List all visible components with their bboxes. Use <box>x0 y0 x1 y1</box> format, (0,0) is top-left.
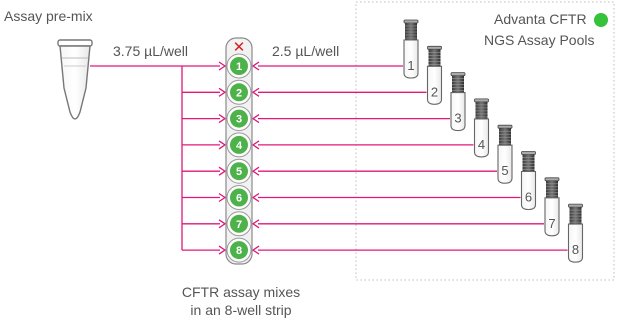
assay-pool-tube: 8 <box>567 203 584 263</box>
tube-number: 6 <box>525 190 532 205</box>
premix-arrowhead <box>218 192 227 203</box>
well-fill <box>230 241 248 260</box>
tube-number: 3 <box>454 111 461 126</box>
pool-arrowhead <box>251 219 260 229</box>
tube-number: 7 <box>548 216 555 231</box>
assay-pool-tube: 5 <box>497 124 513 184</box>
premix-arrowhead <box>218 114 227 124</box>
tube-body <box>567 223 584 263</box>
strip-well: 6 <box>226 185 252 210</box>
tube-number: 2 <box>431 84 438 99</box>
tube-cap <box>405 23 417 40</box>
well-fill <box>230 83 248 102</box>
tube-cap-rim <box>403 19 419 24</box>
pool-arrowhead <box>251 192 260 203</box>
well-number: 8 <box>236 245 242 257</box>
strip-caption-line1: CFTR assay mixes <box>181 284 301 300</box>
premix-tube <box>57 39 93 120</box>
tube-body <box>544 197 560 237</box>
tube-cap-rim <box>474 98 489 103</box>
premix-arrowhead <box>218 61 227 71</box>
assay-pool-tube: 1 <box>403 19 419 79</box>
premix-arrows <box>90 61 227 255</box>
assay-pool-tube: 2 <box>426 45 443 105</box>
green-status-dot <box>594 13 608 27</box>
tube-body <box>520 170 537 211</box>
assay-pool-tube: 6 <box>520 151 537 211</box>
tube-cap <box>569 207 582 225</box>
strip-well: 8 <box>226 237 252 263</box>
pool-arrowhead <box>251 140 260 150</box>
well-fill <box>230 162 248 181</box>
strip-wells: 1 2 3 4 5 6 7 8 <box>226 53 252 263</box>
tube-number: 5 <box>501 163 508 178</box>
strip-top-marker: ✕ <box>233 38 246 56</box>
tube-cap <box>522 154 535 172</box>
well-number: 6 <box>236 193 242 205</box>
tube-body <box>426 65 443 105</box>
tube-number: 4 <box>478 137 485 152</box>
strip-caption: CFTR assay mixes in an 8-well strip <box>156 283 326 319</box>
tube-cap <box>428 49 441 67</box>
well-fill <box>230 57 248 75</box>
tube-number: 8 <box>572 242 579 257</box>
well-fill <box>230 109 248 128</box>
assay-pool-tube: 7 <box>544 177 560 237</box>
tube-cap <box>499 128 511 146</box>
well-number: 1 <box>236 61 242 73</box>
tube-cap-rim <box>450 72 466 76</box>
premix-arrowhead <box>218 87 227 97</box>
tube-cap-rim <box>497 124 513 129</box>
well-fill <box>230 214 248 233</box>
tube-cap-rim <box>568 203 583 208</box>
assay-pool-tubes: 1 2 3 4 5 6 7 8 <box>403 19 584 263</box>
pool-arrowhead <box>251 166 260 176</box>
premix-volume-label: 3.75 µL/well <box>113 43 188 59</box>
well-fill <box>230 188 248 207</box>
well-number: 2 <box>236 87 242 99</box>
strip-well: 5 <box>226 158 252 184</box>
tube-cap-rim <box>427 45 442 50</box>
pool-arrowhead <box>251 61 260 71</box>
tube-cap <box>475 101 488 119</box>
pools-title-line1: Advanta CFTR <box>494 11 587 27</box>
tube-body <box>497 144 513 184</box>
pools-dotted-box <box>355 1 615 281</box>
pools-title-line2: NGS Assay Pools <box>484 32 595 48</box>
tube-number: 1 <box>407 58 414 73</box>
strip-well: 4 <box>226 132 252 158</box>
tube-cap-rim <box>521 151 536 155</box>
tube-cap <box>546 180 558 198</box>
well-number: 7 <box>236 219 242 231</box>
premix-arrowhead <box>218 245 227 255</box>
pool-arrowhead <box>251 114 260 124</box>
strip-well: 1 <box>226 53 252 79</box>
strip-well: 2 <box>226 79 252 105</box>
strip-well: 3 <box>226 106 252 132</box>
tube-cap <box>452 75 464 93</box>
tube-cap-rim <box>544 177 560 182</box>
well-number: 3 <box>236 114 242 126</box>
premix-arrowhead <box>218 219 227 229</box>
tube-body <box>403 39 419 79</box>
strip-well: 7 <box>226 211 252 237</box>
assay-pool-tube: 3 <box>450 72 466 132</box>
pool-arrowhead <box>251 87 260 97</box>
well-number: 5 <box>236 166 242 178</box>
eight-well-strip: ✕ 1 2 3 4 5 6 7 8 <box>225 37 253 265</box>
pool-arrowhead <box>251 245 260 255</box>
well-number: 4 <box>236 140 243 152</box>
assay-premix-label: Assay pre-mix <box>4 8 93 24</box>
pool-volume-label: 2.5 µL/well <box>272 43 340 59</box>
premix-arrowhead <box>218 140 227 150</box>
well-fill <box>230 135 248 154</box>
assay-pool-tube: 4 <box>473 98 490 158</box>
pool-arrows <box>251 61 568 255</box>
premix-arrowhead <box>218 166 227 176</box>
strip-caption-line2: in an 8-well strip <box>190 302 292 318</box>
tube-body <box>450 92 466 132</box>
tube-body <box>473 118 490 158</box>
